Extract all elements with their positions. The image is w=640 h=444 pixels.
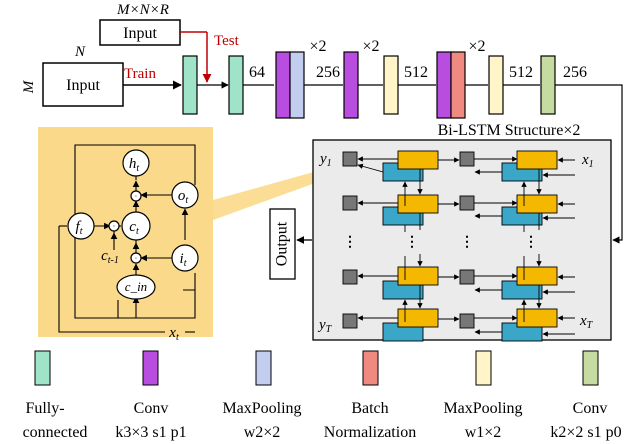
legend-maxpool22-line1: MaxPooling [222,400,301,417]
layer-fc-2 [228,55,244,115]
label-x2-b: ×2 [362,38,379,55]
pipeline [182,51,623,244]
label-x2-a: ×2 [309,38,326,55]
legend-swatch-bn [362,350,379,386]
legend-labels: Fully- connected Conv k3×3 s1 p1 MaxPool… [23,400,622,441]
ot-label: ot [178,188,189,206]
test-label: Test [214,33,240,49]
svg-text:⋮: ⋮ [405,235,419,250]
svg-text:⋮: ⋮ [343,235,357,250]
legend-swatch-maxpool-12 [475,350,492,386]
label-512-a: 512 [404,64,428,81]
xt-label: xt [168,325,179,343]
yT-label: yT [317,317,333,335]
yT-box [342,313,358,329]
legend-swatch-maxpool-22 [255,350,272,386]
ft-label: ft [76,219,83,237]
label-256-b: 256 [563,64,587,81]
label-x2-c: ×2 [468,38,485,55]
label-64: 64 [249,64,265,81]
legend-maxpool22-line2: w2×2 [244,424,281,441]
xT-label: xT [579,313,594,331]
node-ct [121,211,151,241]
layer-fc-1 [182,55,198,115]
output-box [269,208,296,280]
mid-box-r1 [459,151,475,167]
legend-bn-line2: Normalization [324,424,416,441]
top-input-label: Input [123,25,157,42]
legend-bn-line1: Batch [351,400,388,417]
dim-n-label: N [74,44,86,60]
it-label: it [180,251,187,269]
layer-conv-3 [436,51,452,119]
legend-conv22-line1: Conv [573,400,608,417]
bilstm-panel: Bi-LSTM Structure×2 Output [269,122,612,342]
pipeline-labels: 64 256 ×2 ×2 512 ×2 512 256 [249,38,587,81]
node-ht [122,149,150,177]
svg-text:·: · [135,192,138,201]
svg-text:⋮: ⋮ [524,235,538,250]
layer-conv-1 [275,51,291,119]
output-label: Output [274,221,291,266]
ct-label: ct [129,219,139,237]
svg-text:⋮: ⋮ [460,235,474,250]
legend-maxpool12-line2: w1×2 [465,424,502,441]
pipeline-to-bilstm-arrow [555,84,623,244]
dim-m-label: M [21,79,37,94]
node-it [171,244,199,272]
lstm-fwd-r1-left [397,150,439,170]
legend-swatch-conv [142,350,159,386]
legend-conv-line1: Conv [134,400,169,417]
bilstm-title: Bi-LSTM Structure×2 [438,122,581,139]
x1-label: x1 [581,152,594,170]
layer-conv-2 [343,51,359,119]
mul-gate-ft [108,220,120,232]
label-256-a: 256 [316,64,340,81]
lstm-cell-panel: · · · ht ot ct ft it c_in ct-1 xt [38,127,365,343]
main-input-box [42,62,124,107]
label-512-b: 512 [509,64,533,81]
bilstm-background [312,139,612,341]
lstm-fwd-r1-right [516,150,558,170]
layer-maxpool-22-1 [289,51,305,119]
cell-xt-right [165,289,196,319]
legend-swatch-conv-22 [582,350,599,386]
mul-gate-it [130,252,142,264]
input-section: M×N×R Input N M Input Test Train [21,2,240,107]
layer-bn [450,51,466,119]
legend-conv22-line2: k2×2 s1 p0 [550,424,621,441]
legend-swatch-fc [34,350,51,386]
legend-maxpool12-line1: MaxPooling [443,400,522,417]
main-input-label: Input [66,77,100,94]
legend-fc-line2: connected [23,424,88,441]
y1-box [342,151,358,167]
layer-maxpool-12-1 [383,55,399,115]
mul-gate-ht [130,190,142,202]
top-input-dims: M×N×R [116,2,169,18]
node-ft [67,212,95,240]
top-input-box [99,19,181,46]
node-cin [116,274,156,300]
legend [34,350,599,386]
legend-fc-line1: Fully- [25,400,64,417]
svg-text:·: · [113,222,116,231]
train-label: Train [124,66,156,82]
svg-text:·: · [135,254,138,263]
node-ot [171,181,199,209]
ht-label: ht [129,156,140,174]
y1-label: y1 [318,151,332,169]
layer-maxpool-12-2 [488,55,504,115]
layer-conv-22 [540,55,556,115]
legend-conv-line2: k3×3 s1 p1 [115,424,186,441]
cin-label: c_in [125,279,147,294]
ct-prev-label: ct-1 [101,248,119,266]
